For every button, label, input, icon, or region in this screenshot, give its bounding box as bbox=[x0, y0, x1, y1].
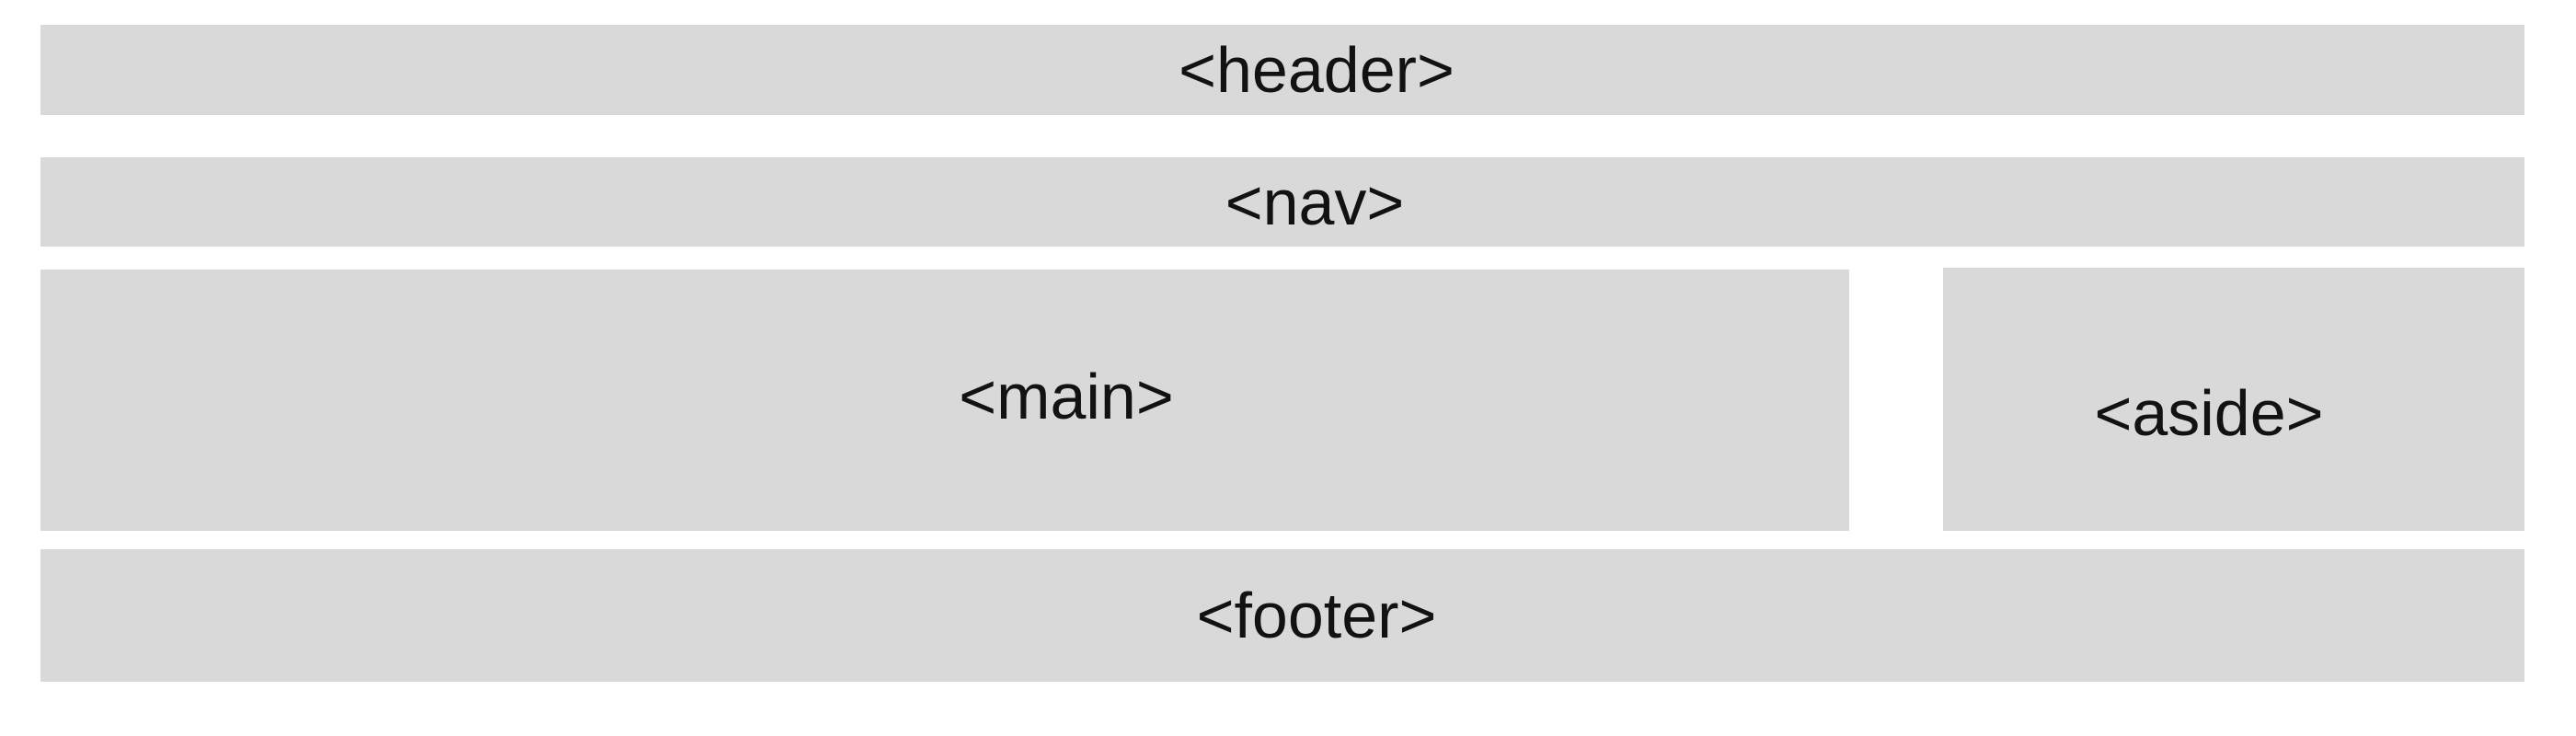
footer-region-label: <footer> bbox=[1196, 580, 1437, 651]
header-region-box: <header> bbox=[40, 25, 2524, 115]
header-region-label: <header> bbox=[1179, 34, 1455, 106]
nav-region-label: <nav> bbox=[1225, 166, 1405, 238]
aside-region-box: <aside> bbox=[1943, 268, 2524, 531]
aside-region-label: <aside> bbox=[2094, 377, 2324, 449]
footer-region-box: <footer> bbox=[40, 549, 2524, 682]
main-region-label: <main> bbox=[959, 361, 1174, 432]
main-region-box: <main> bbox=[40, 270, 1849, 531]
nav-region-box: <nav> bbox=[40, 157, 2524, 247]
